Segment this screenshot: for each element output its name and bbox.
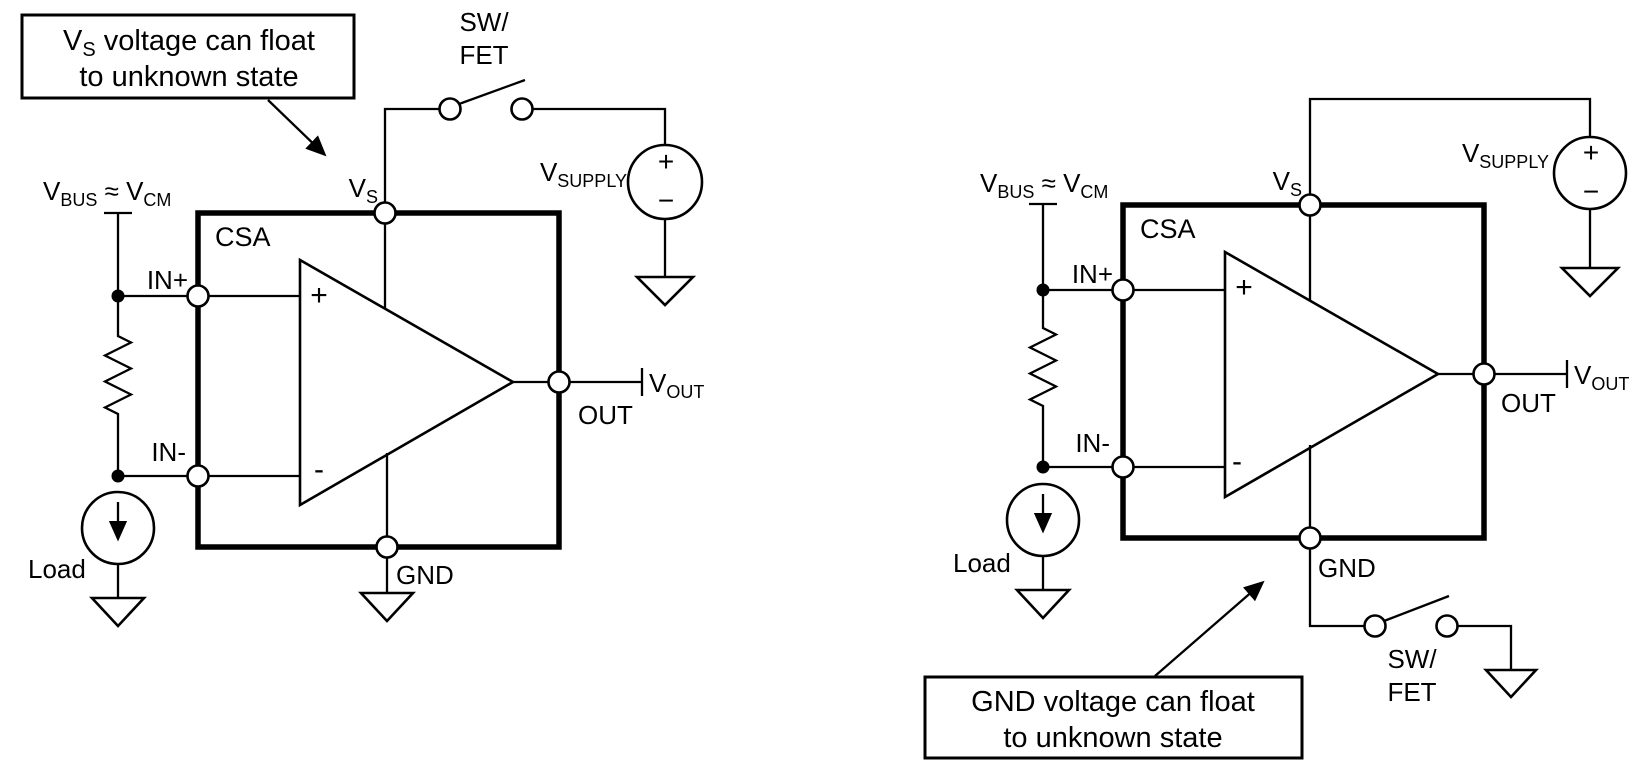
left-vout-label: VOUT (649, 368, 704, 402)
right-csa-label: CSA (1140, 214, 1196, 244)
left-shunt-resistor (102, 296, 134, 476)
left-vs-riser-wire (383, 107, 439, 202)
right-switch-ground-symbol (1483, 668, 1539, 699)
left-gnd-symbol (358, 591, 416, 623)
right-vsupply-minus-sign: − (1583, 176, 1599, 207)
left-pin-out (547, 370, 571, 394)
right-vbus-label: VBUS ≈ VCM (980, 168, 1108, 202)
left-switch-blade (458, 78, 526, 106)
right-switch-blade (1383, 594, 1450, 623)
left-vsupply-minus-sign: − (658, 185, 674, 216)
left-in-minus-label: IN- (151, 437, 186, 467)
right-switch-ground-wire (1458, 624, 1513, 670)
left-load-label: Load (28, 554, 86, 584)
left-in-plus-label: IN+ (147, 265, 188, 295)
left-switch-label-line1: SW/ (459, 7, 509, 37)
left-amp-triangle (298, 257, 516, 508)
left-vsupply-ground-symbol (633, 275, 697, 307)
right-annotation-line1: GND voltage can float (971, 686, 1255, 718)
right-out-label: OUT (1501, 388, 1556, 418)
right-in-plus-label: IN+ (1072, 259, 1113, 289)
right-junction-in-plus (1036, 283, 1050, 297)
left-junction-in-minus (111, 469, 125, 483)
right-annotation-arrow (1154, 580, 1265, 677)
left-switch-terminal-b (510, 97, 534, 121)
left-load-ground-symbol (89, 596, 147, 628)
left-annotation-line1: VS voltage can float (63, 25, 315, 61)
right-load-ground-symbol (1014, 588, 1072, 620)
right-amp-plus-sign: + (1235, 271, 1253, 304)
left-circuit: VS voltage can float to unknown state VB… (20, 7, 704, 628)
left-csa-label: CSA (215, 222, 271, 252)
left-vbus-label: VBUS ≈ VCM (43, 176, 171, 210)
left-amp-plus-sign: + (310, 279, 328, 312)
right-annotation-box (923, 675, 1304, 760)
right-vout-label: VOUT (1574, 360, 1629, 394)
right-shunt-resistor (1027, 290, 1059, 467)
right-vsupply-plus-sign: + (1583, 137, 1599, 168)
left-switch-label-line2: FET (459, 40, 508, 70)
left-pin-in-minus (186, 464, 210, 488)
left-gnd-label: GND (396, 560, 454, 590)
left-out-label: OUT (578, 400, 633, 430)
right-load-label: Load (953, 548, 1011, 578)
right-pin-in-plus (1111, 278, 1135, 302)
right-pin-gnd (1298, 526, 1322, 550)
right-circuit: VBUS ≈ VCM Load CSA + - + − VSUPPLY (923, 97, 1629, 760)
left-pin-vs (373, 201, 397, 225)
left-supply-wire (532, 107, 667, 145)
left-vs-label: VS (349, 173, 378, 207)
right-annotation-line2: to unknown state (1003, 722, 1222, 754)
left-junction-in-plus (111, 289, 125, 303)
left-annotation-box (20, 13, 356, 100)
right-switch-terminal-a (1363, 614, 1387, 638)
right-gnd-label: GND (1318, 553, 1376, 583)
left-annotation-arrow (267, 99, 327, 157)
right-switch-terminal-b (1435, 614, 1459, 638)
left-annotation-line2: to unknown state (79, 61, 298, 93)
right-amp-triangle (1223, 249, 1441, 500)
right-pin-in-minus (1111, 455, 1135, 479)
right-switch-label-line2: FET (1387, 677, 1436, 707)
right-vsupply-ground-symbol (1558, 266, 1622, 298)
left-vsupply-label: VSUPPLY (540, 157, 627, 191)
left-switch-terminal-a (438, 97, 462, 121)
left-amp-minus-sign: - (314, 453, 324, 486)
right-amp-minus-sign: - (1232, 445, 1242, 478)
right-switch-label-line1: SW/ (1387, 644, 1437, 674)
right-in-minus-label: IN- (1075, 428, 1110, 458)
left-pin-gnd (375, 535, 399, 559)
right-vs-riser-wire (1308, 97, 1592, 194)
right-junction-in-minus (1036, 460, 1050, 474)
right-gnd-wire (1308, 549, 1364, 628)
right-vs-label: VS (1273, 166, 1302, 200)
right-vsupply-label: VSUPPLY (1462, 138, 1549, 172)
left-vsupply-plus-sign: + (658, 146, 674, 177)
right-pin-out (1472, 362, 1496, 386)
right-pin-vs (1298, 193, 1322, 217)
left-pin-in-plus (186, 284, 210, 308)
